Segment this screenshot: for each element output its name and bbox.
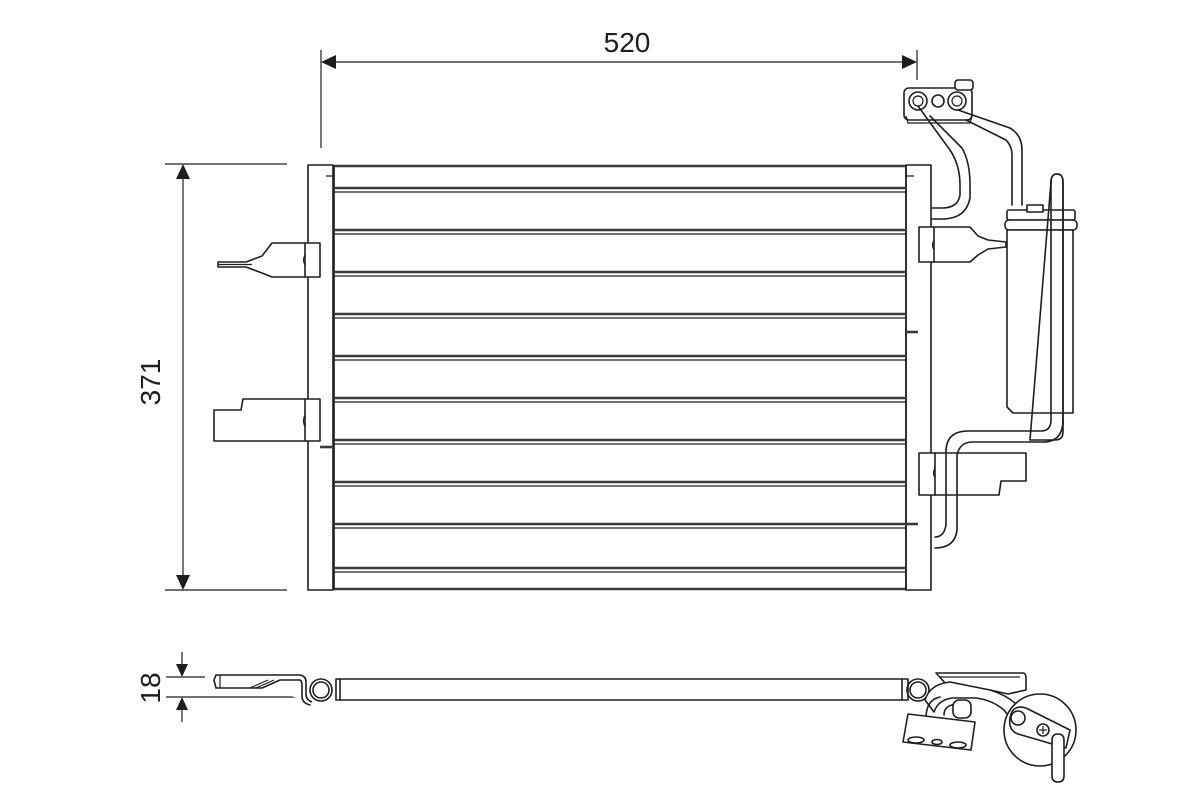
return-pipe <box>934 419 1064 549</box>
height-dimension: 371 <box>135 163 287 591</box>
left-upper-bracket <box>217 242 321 278</box>
condenser-tubes <box>334 186 906 573</box>
receiver-drier <box>1004 173 1078 441</box>
right-upper-bracket <box>918 226 1007 263</box>
height-dimension-label: 371 <box>135 359 166 406</box>
condenser-core <box>307 164 932 591</box>
top-view-left-bracket <box>213 674 313 706</box>
outlet-pipe <box>957 109 1023 206</box>
width-dimension: 520 <box>320 27 918 148</box>
depth-dimension-label: 18 <box>135 672 166 703</box>
top-view-right-assembly <box>902 672 1077 783</box>
depth-dimension: 18 <box>135 652 296 722</box>
right-lower-bracket <box>918 452 1027 496</box>
width-dimension-label: 520 <box>604 27 651 58</box>
pipe-fitting-block <box>903 79 974 124</box>
left-lower-bracket <box>213 398 321 442</box>
inlet-pipe <box>917 105 971 220</box>
top-view-core <box>309 678 930 702</box>
